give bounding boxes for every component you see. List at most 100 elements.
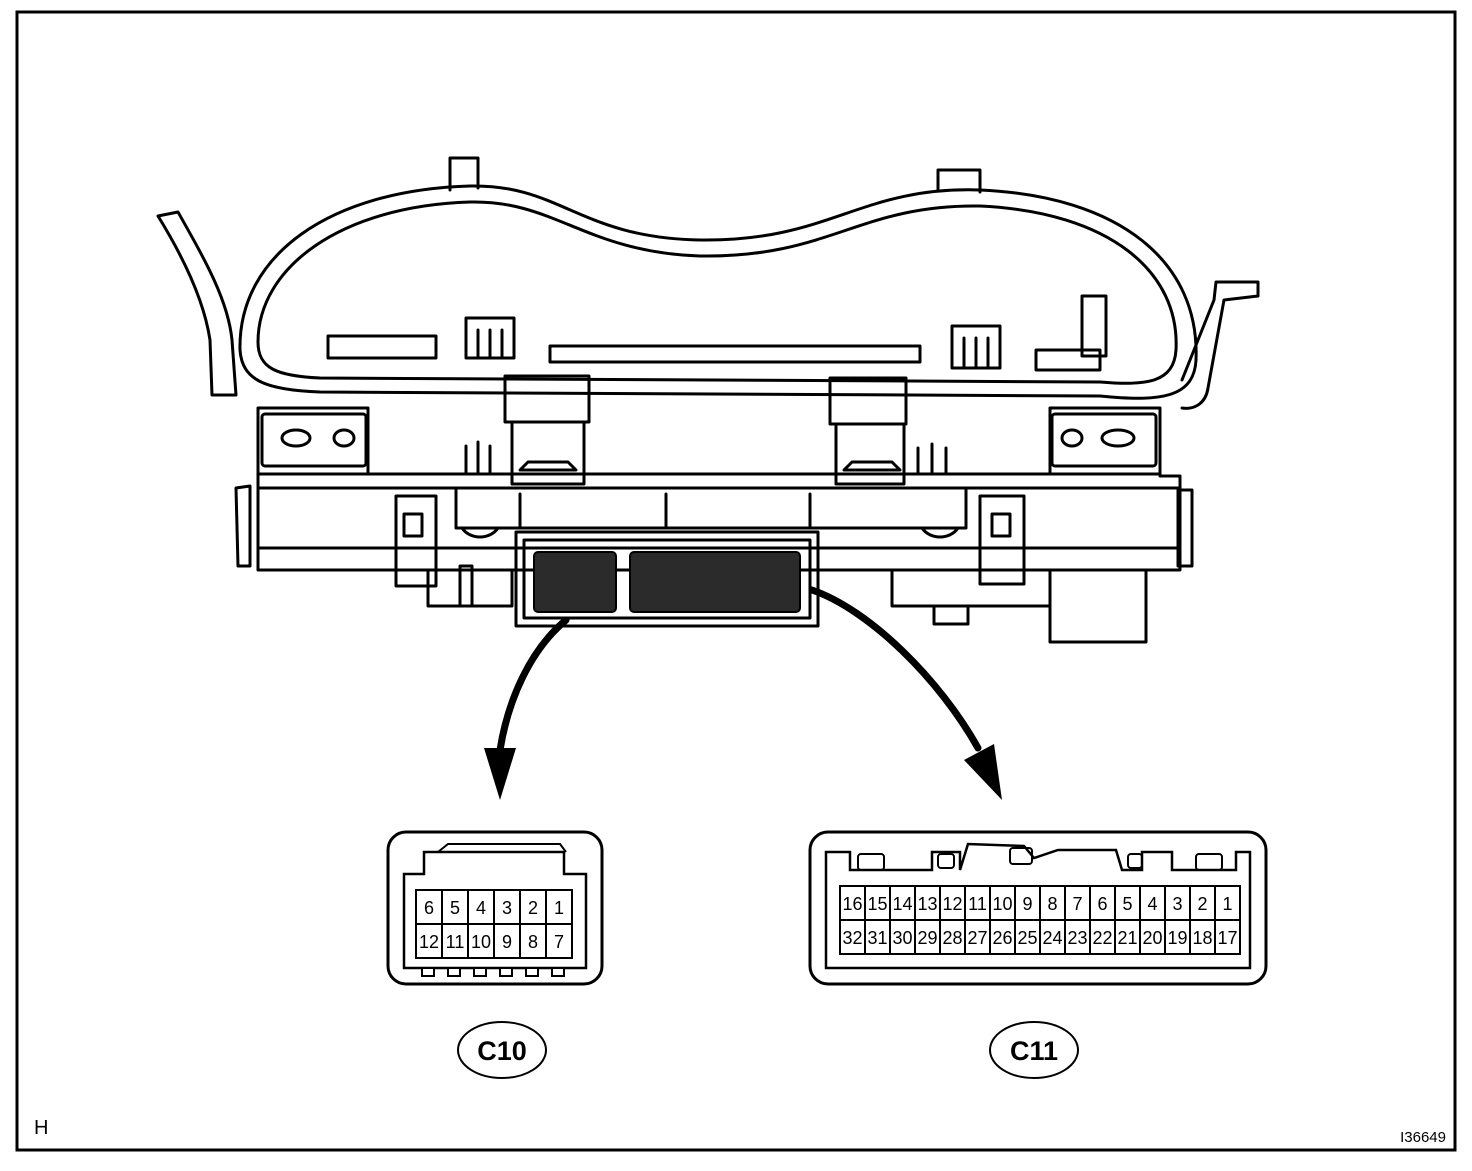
c10-pin-number: 5 [450, 898, 460, 918]
figure-id: I36649 [1400, 1129, 1446, 1146]
arrow-to-c10 [484, 616, 570, 800]
c10-pin-number: 2 [528, 898, 538, 918]
c11-pin-number: 25 [1017, 928, 1037, 948]
c11-pin-number: 30 [892, 928, 912, 948]
c11-pin-cell [1064, 919, 1091, 955]
c11-pin-number: 4 [1147, 894, 1157, 914]
left-mounting-ear [260, 412, 368, 468]
c10-bottom-tab [525, 967, 539, 977]
c11-pin-number: 13 [917, 894, 937, 914]
c11-pin-number: 12 [942, 894, 962, 914]
c10-bottom-tab [473, 967, 487, 977]
c10-socket-shading [533, 551, 617, 613]
right-post [1080, 294, 1108, 358]
c11-pin-cell [1164, 919, 1191, 955]
c11-pin-cell [1114, 919, 1141, 955]
c11-pin-number: 22 [1092, 928, 1112, 948]
left-clip [503, 374, 591, 424]
top-right-tab [936, 168, 982, 194]
c11-pin-number: 7 [1072, 894, 1082, 914]
c10-pin-number: 11 [446, 932, 465, 952]
c11-pin-number: 32 [842, 928, 862, 948]
c11-pin-number: 19 [1167, 928, 1187, 948]
c11-pin-number: 20 [1142, 928, 1162, 948]
combination-meter-illustration [156, 156, 1260, 644]
c11-socket-shading [629, 551, 801, 613]
c11-pin-number: 15 [867, 894, 887, 914]
c10-pin-cell [519, 923, 547, 959]
c10-bottom-tab [499, 967, 513, 977]
c10-pin-cell [441, 923, 469, 959]
c11-pin-number: 9 [1022, 894, 1032, 914]
c11-pin-cell [964, 919, 991, 955]
c10-pin-number: 3 [502, 898, 512, 918]
c11-pin-number: 6 [1097, 894, 1107, 914]
c10-pin-cell [545, 923, 573, 959]
right-clip [828, 376, 908, 426]
c11-label: C11 [1010, 1036, 1058, 1066]
meter-housing [256, 406, 1182, 572]
c10-pin-number: 1 [554, 898, 564, 918]
c11-pin-cell [889, 885, 916, 921]
corner-letter: H [34, 1117, 48, 1139]
c10-bottom-tab [551, 967, 565, 977]
c11-pin-number: 23 [1067, 928, 1087, 948]
connector-block [514, 530, 820, 628]
c10-pin-number: 10 [471, 932, 491, 952]
right-latch [978, 494, 1026, 586]
c10-pin-number: 6 [424, 898, 434, 918]
figure-border [15, 10, 1457, 1152]
dial-part-left [326, 334, 438, 360]
c11-pin-number: 5 [1122, 894, 1132, 914]
meter-hood-inner [256, 200, 1178, 385]
c10-label: C10 [477, 1036, 527, 1066]
c11-pin-number: 29 [917, 928, 937, 948]
dial-part-center [548, 344, 922, 364]
left-pin-comb [464, 316, 516, 360]
c10-pin-number: 7 [554, 932, 564, 952]
c11-pin-number: 28 [942, 928, 962, 948]
c11-pin-cell [889, 919, 916, 955]
c11-pin-number: 1 [1222, 894, 1232, 914]
c11-label-oval: C11 [989, 1021, 1079, 1079]
left-bracket-arm [156, 210, 238, 397]
right-bracket-arm [1180, 280, 1260, 410]
c11-pin-cell [939, 885, 966, 921]
c11-pin-cell [1214, 919, 1241, 955]
arrow-to-c11 [808, 586, 1002, 800]
right-mounting-ear [1050, 412, 1158, 468]
c10-bottom-tabs [421, 967, 565, 977]
c10-pin-number: 8 [528, 932, 538, 952]
c10-pin-number: 12 [419, 932, 439, 952]
c10-pin-cell [467, 923, 495, 959]
c10-label-oval: C10 [457, 1021, 547, 1079]
c10-bottom-tab [421, 967, 435, 977]
c11-pin-cell [1189, 919, 1216, 955]
c11-pin-cell [1089, 919, 1116, 955]
c11-pin-number: 3 [1172, 894, 1182, 914]
c11-pin-number: 17 [1217, 928, 1237, 948]
left-latch [394, 494, 438, 588]
top-left-tab [448, 156, 480, 192]
c11-pin-cell [1039, 885, 1066, 921]
c10-bottom-tab [447, 967, 461, 977]
right-pin-comb [950, 324, 1002, 370]
c11-pin-cell [989, 919, 1016, 955]
c11-pin-number: 11 [968, 894, 987, 914]
c11-pin-cell [1114, 885, 1141, 921]
c11-pin-cell [1214, 885, 1241, 921]
c11-pin-number: 14 [892, 894, 912, 914]
c11-pin-number: 24 [1042, 928, 1062, 948]
c10-pin-number: 4 [476, 898, 486, 918]
c11-pin-cell [1039, 919, 1066, 955]
c11-pin-number: 2 [1197, 894, 1207, 914]
c11-pin-number: 26 [992, 928, 1012, 948]
c10-pin-cell [545, 889, 573, 925]
c11-pin-number: 31 [867, 928, 887, 948]
